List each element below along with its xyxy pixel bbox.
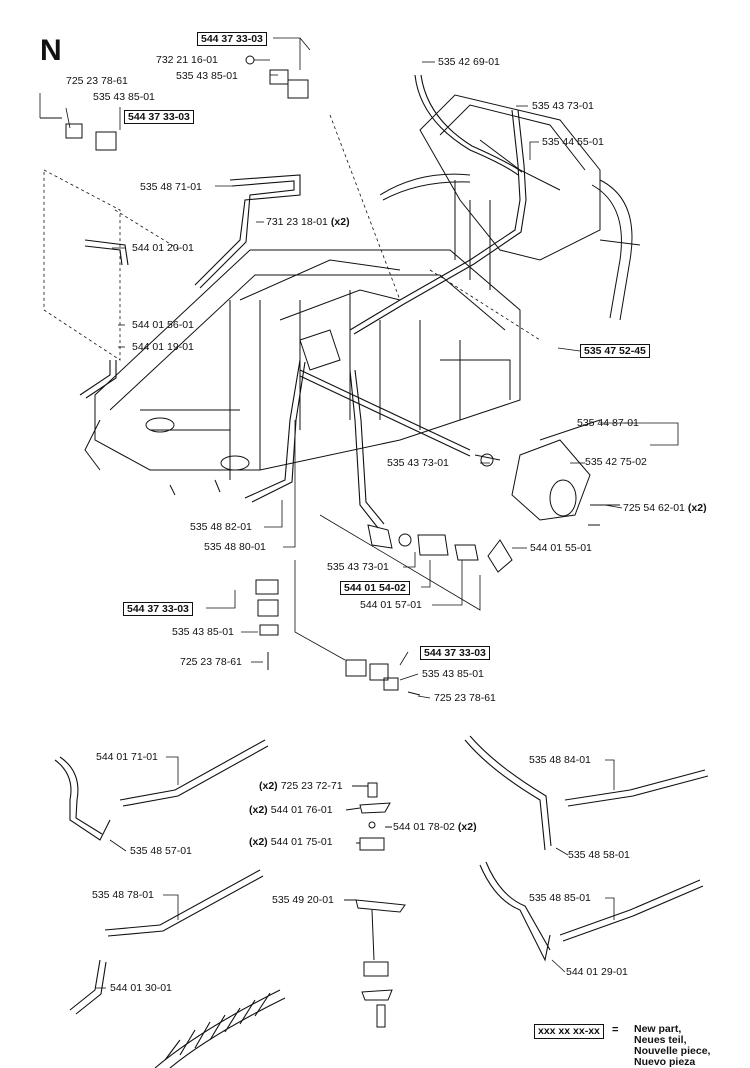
legend-code-box: xxx xx xx-xx: [534, 1024, 604, 1039]
tractor-frame: [84, 249, 521, 496]
part-label[interactable]: 535 48 57-01: [130, 845, 192, 857]
part-label[interactable]: 535 43 85-01: [422, 668, 484, 680]
part-label[interactable]: 535 48 85-01: [529, 892, 591, 904]
legend-equals: =: [612, 1024, 619, 1036]
part-label[interactable]: 535 48 58-01: [568, 849, 630, 861]
part-label[interactable]: 544 37 33-03: [197, 32, 267, 46]
section-letter: N: [40, 34, 62, 67]
hydraulic-lines: [79, 74, 527, 529]
dashed-guides: [43, 114, 541, 361]
part-label[interactable]: 535 43 73-01: [327, 561, 389, 573]
part-label[interactable]: 535 43 73-01: [387, 457, 449, 469]
part-label-with-qty[interactable]: 731 23 18-01(x2): [266, 216, 350, 228]
line-clamps: [40, 55, 421, 696]
leader-lines: [39, 37, 679, 699]
part-label[interactable]: 535 43 85-01: [93, 91, 155, 103]
part-label[interactable]: 535 43 73-01: [532, 100, 594, 112]
part-label[interactable]: 725 23 78-61: [434, 692, 496, 704]
part-label[interactable]: 544 01 20-01: [132, 242, 194, 254]
part-label[interactable]: 732 21 16-01: [156, 54, 218, 66]
part-label[interactable]: 544 37 33-03: [123, 602, 193, 616]
hose-leader-lines: [96, 756, 615, 989]
rear-frame: [379, 94, 641, 321]
part-label[interactable]: 544 37 33-03: [420, 646, 490, 660]
legend-line: Nuevo pieza: [634, 1056, 696, 1068]
part-label[interactable]: 535 44 87-01: [577, 417, 639, 429]
part-label[interactable]: 725 23 78-61: [180, 656, 242, 668]
part-label[interactable]: 725 23 78-61: [66, 75, 128, 87]
part-label-with-qty[interactable]: (x2)544 01 75-01: [249, 836, 333, 848]
part-label[interactable]: 535 48 84-01: [529, 754, 591, 766]
part-label[interactable]: 544 01 30-01: [110, 982, 172, 994]
stopper-assembly: [344, 782, 406, 1028]
part-label[interactable]: 535 43 85-01: [176, 70, 238, 82]
part-label[interactable]: 535 48 71-01: [140, 181, 202, 193]
part-label-with-qty[interactable]: 725 54 62-01(x2): [623, 502, 707, 514]
part-label-with-qty[interactable]: (x2)544 01 76-01: [249, 804, 333, 816]
part-label-with-qty[interactable]: (x2)725 23 72-71: [259, 780, 343, 792]
part-label[interactable]: 544 01 56-01: [132, 319, 194, 331]
part-label[interactable]: 535 48 82-01: [190, 521, 252, 533]
legend-line: Nouvelle piece,: [634, 1045, 711, 1057]
legend-text: New part, Neues teil, Nouvelle piece, Nu…: [634, 1024, 710, 1068]
part-label[interactable]: 544 01 29-01: [566, 966, 628, 978]
part-label[interactable]: 544 01 57-01: [360, 599, 422, 611]
legend-line: Neues teil,: [634, 1034, 687, 1046]
part-label[interactable]: 535 47 52-45: [580, 344, 650, 358]
part-label[interactable]: 535 44 55-01: [542, 136, 604, 148]
part-label[interactable]: 544 01 54-02: [340, 581, 410, 595]
part-label[interactable]: 535 42 75-02: [585, 456, 647, 468]
part-label[interactable]: 535 48 78-01: [92, 889, 154, 901]
part-label[interactable]: 544 01 71-01: [96, 751, 158, 763]
part-label[interactable]: 535 43 85-01: [172, 626, 234, 638]
part-label[interactable]: 544 01 55-01: [530, 542, 592, 554]
part-label[interactable]: 535 49 20-01: [272, 894, 334, 906]
part-label[interactable]: 535 48 80-01: [204, 541, 266, 553]
legend-line: New part,: [634, 1023, 682, 1035]
part-label-with-qty[interactable]: 544 01 78-02(x2): [393, 821, 477, 833]
part-label[interactable]: 535 42 69-01: [438, 56, 500, 68]
part-label[interactable]: 544 37 33-03: [124, 110, 194, 124]
loose-hose-parts: [54, 735, 709, 1068]
part-label[interactable]: 544 01 19-01: [132, 341, 194, 353]
